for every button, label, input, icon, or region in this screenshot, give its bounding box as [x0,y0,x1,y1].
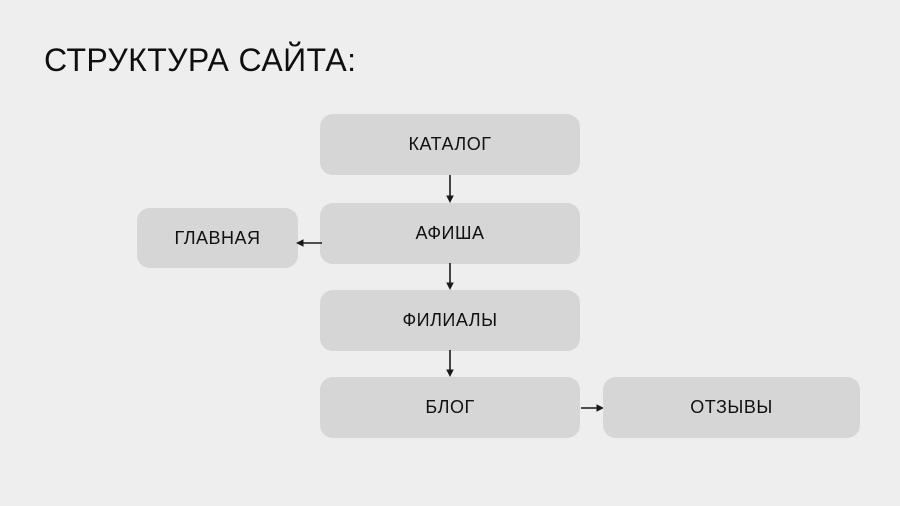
arrow-poster-to-main-icon [296,237,322,249]
node-blog[interactable]: БЛОГ [320,377,580,438]
page-title: СТРУКТУРА САЙТА: [44,42,357,78]
node-reviews-label: ОТЗЫВЫ [690,397,773,417]
node-branches-label: ФИЛИАЛЫ [402,310,498,330]
node-poster[interactable]: АФИША [320,203,580,264]
node-blog-label: БЛОГ [425,397,475,417]
node-catalog[interactable]: КАТАЛОГ [320,114,580,175]
arrow-branches-to-blog-icon [444,350,456,378]
arrow-poster-to-branches-icon [444,263,456,291]
node-reviews[interactable]: ОТЗЫВЫ [603,377,860,438]
node-branches[interactable]: ФИЛИАЛЫ [320,290,580,351]
arrow-catalog-to-poster-icon [444,175,456,204]
node-main-label: ГЛАВНАЯ [174,227,261,248]
node-catalog-label: КАТАЛОГ [408,134,492,154]
arrow-blog-to-reviews-icon [581,402,604,414]
node-poster-label: АФИША [415,223,485,243]
node-main[interactable]: ГЛАВНАЯ [137,208,298,268]
